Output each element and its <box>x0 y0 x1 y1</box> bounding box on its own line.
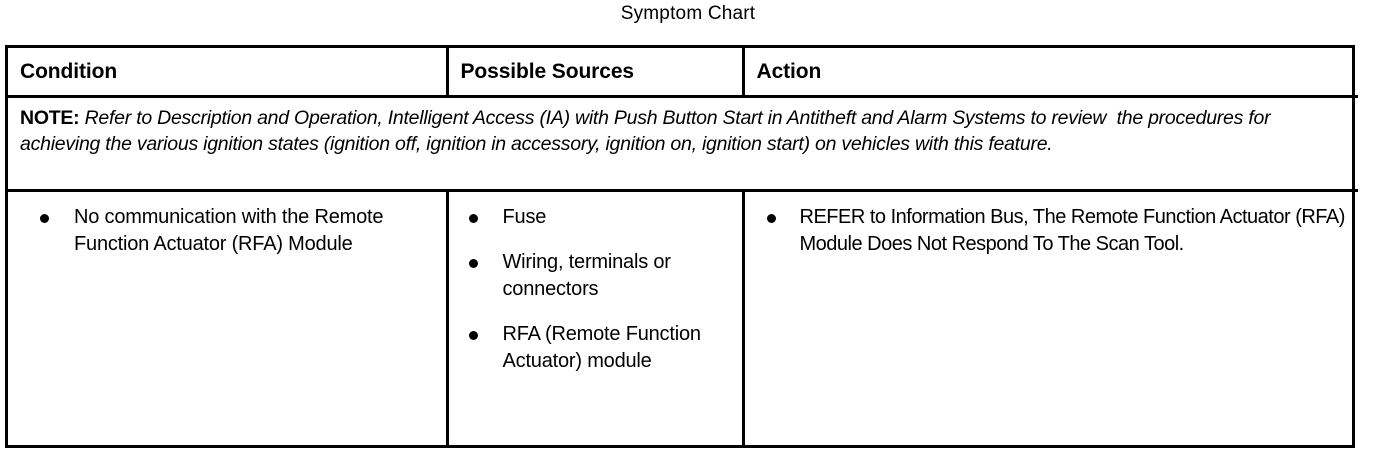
list-item: RFA (Remote Function Actuator) module <box>468 321 736 375</box>
list-item-text: RFA (Remote Function Actuator) module <box>502 322 702 372</box>
bullet-icon <box>468 213 478 223</box>
column-header-action-label: Action <box>756 59 822 83</box>
bullet-icon <box>468 258 478 268</box>
list-item-text: REFER to Information Bus, The Remote Fun… <box>799 205 1346 255</box>
table-row: No communication with the Remote Functio… <box>8 190 1358 445</box>
list-item-text: No communication with the Remote Functio… <box>74 205 384 255</box>
cell-possible-sources: Fuse Wiring, terminals or connectors RFA… <box>447 190 745 445</box>
action-bullet-list: REFER to Information Bus, The Remote Fun… <box>751 204 1353 258</box>
note-text: NOTE: Refer to Description and Operation… <box>20 105 1348 157</box>
possible-sources-bullet-list: Fuse Wiring, terminals or connectors RFA… <box>455 204 736 375</box>
bullet-icon <box>468 330 478 340</box>
bullet-icon <box>40 213 49 223</box>
table-note-row: NOTE: Refer to Description and Operation… <box>8 96 1358 192</box>
column-header-condition: Condition <box>8 48 449 98</box>
list-item: No communication with the Remote Functio… <box>40 204 440 258</box>
list-item: Wiring, terminals or connectors <box>468 249 736 303</box>
cell-condition: No communication with the Remote Functio… <box>8 190 449 445</box>
table-header-row: Condition Possible Sources Action <box>8 48 1358 98</box>
page-title: Symptom Chart <box>620 3 756 24</box>
note-body: Refer to Description and Operation, Inte… <box>20 107 1276 155</box>
condition-bullet-list: No communication with the Remote Functio… <box>14 204 440 258</box>
list-item: REFER to Information Bus, The Remote Fun… <box>766 204 1353 258</box>
column-header-action: Action <box>743 48 1358 98</box>
note-cell: NOTE: Refer to Description and Operation… <box>8 96 1358 192</box>
list-item-text: Fuse <box>502 205 547 228</box>
note-label: NOTE: <box>20 107 80 129</box>
symptom-chart-table: Condition Possible Sources Action NOTE: … <box>5 45 1358 448</box>
column-header-possible-sources: Possible Sources <box>447 48 745 98</box>
bullet-icon <box>766 213 776 223</box>
column-header-condition-label: Condition <box>20 59 118 83</box>
list-item-text: Wiring, terminals or connectors <box>502 250 671 300</box>
cell-action: REFER to Information Bus, The Remote Fun… <box>743 190 1358 445</box>
list-item: Fuse <box>468 204 736 231</box>
column-header-possible-sources-label: Possible Sources <box>460 59 635 83</box>
